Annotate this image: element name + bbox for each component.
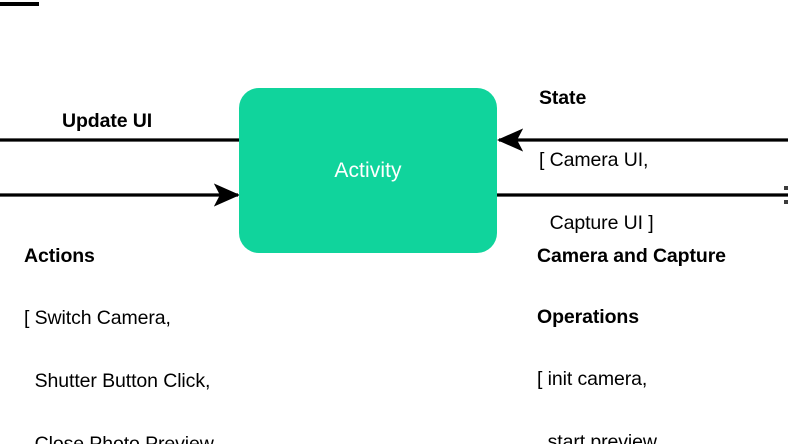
activity-node[interactable]: Activity — [239, 88, 497, 253]
actions-block-line: [ Switch Camera, — [24, 307, 171, 329]
camera-operations-block: Camera and Capture Operations [ init cam… — [537, 208, 726, 444]
edge-label-update-ui: Update UI — [62, 110, 153, 132]
actions-block-line: Shutter Button Click, — [24, 370, 211, 392]
actions-block: Actions [ Switch Camera, Shutter Button … — [24, 208, 258, 444]
camera-operations-block-line: start preview, — [537, 431, 662, 444]
state-block: State [ Camera UI, Capture UI ] — [539, 50, 654, 273]
camera-operations-block-line: [ init camera, — [537, 368, 648, 390]
crop-artifact-bar — [0, 2, 39, 6]
camera-operations-block-heading: Operations — [537, 306, 639, 328]
state-block-line: [ Camera UI, — [539, 149, 649, 171]
actions-block-line: Close Photo Preview, — [24, 433, 218, 444]
camera-operations-block-heading: Camera and Capture — [537, 245, 726, 267]
actions-block-heading: Actions — [24, 245, 95, 267]
state-block-heading: State — [539, 87, 587, 109]
activity-node-label: Activity — [334, 158, 402, 182]
state-block-line: Capture UI ] — [539, 212, 654, 234]
